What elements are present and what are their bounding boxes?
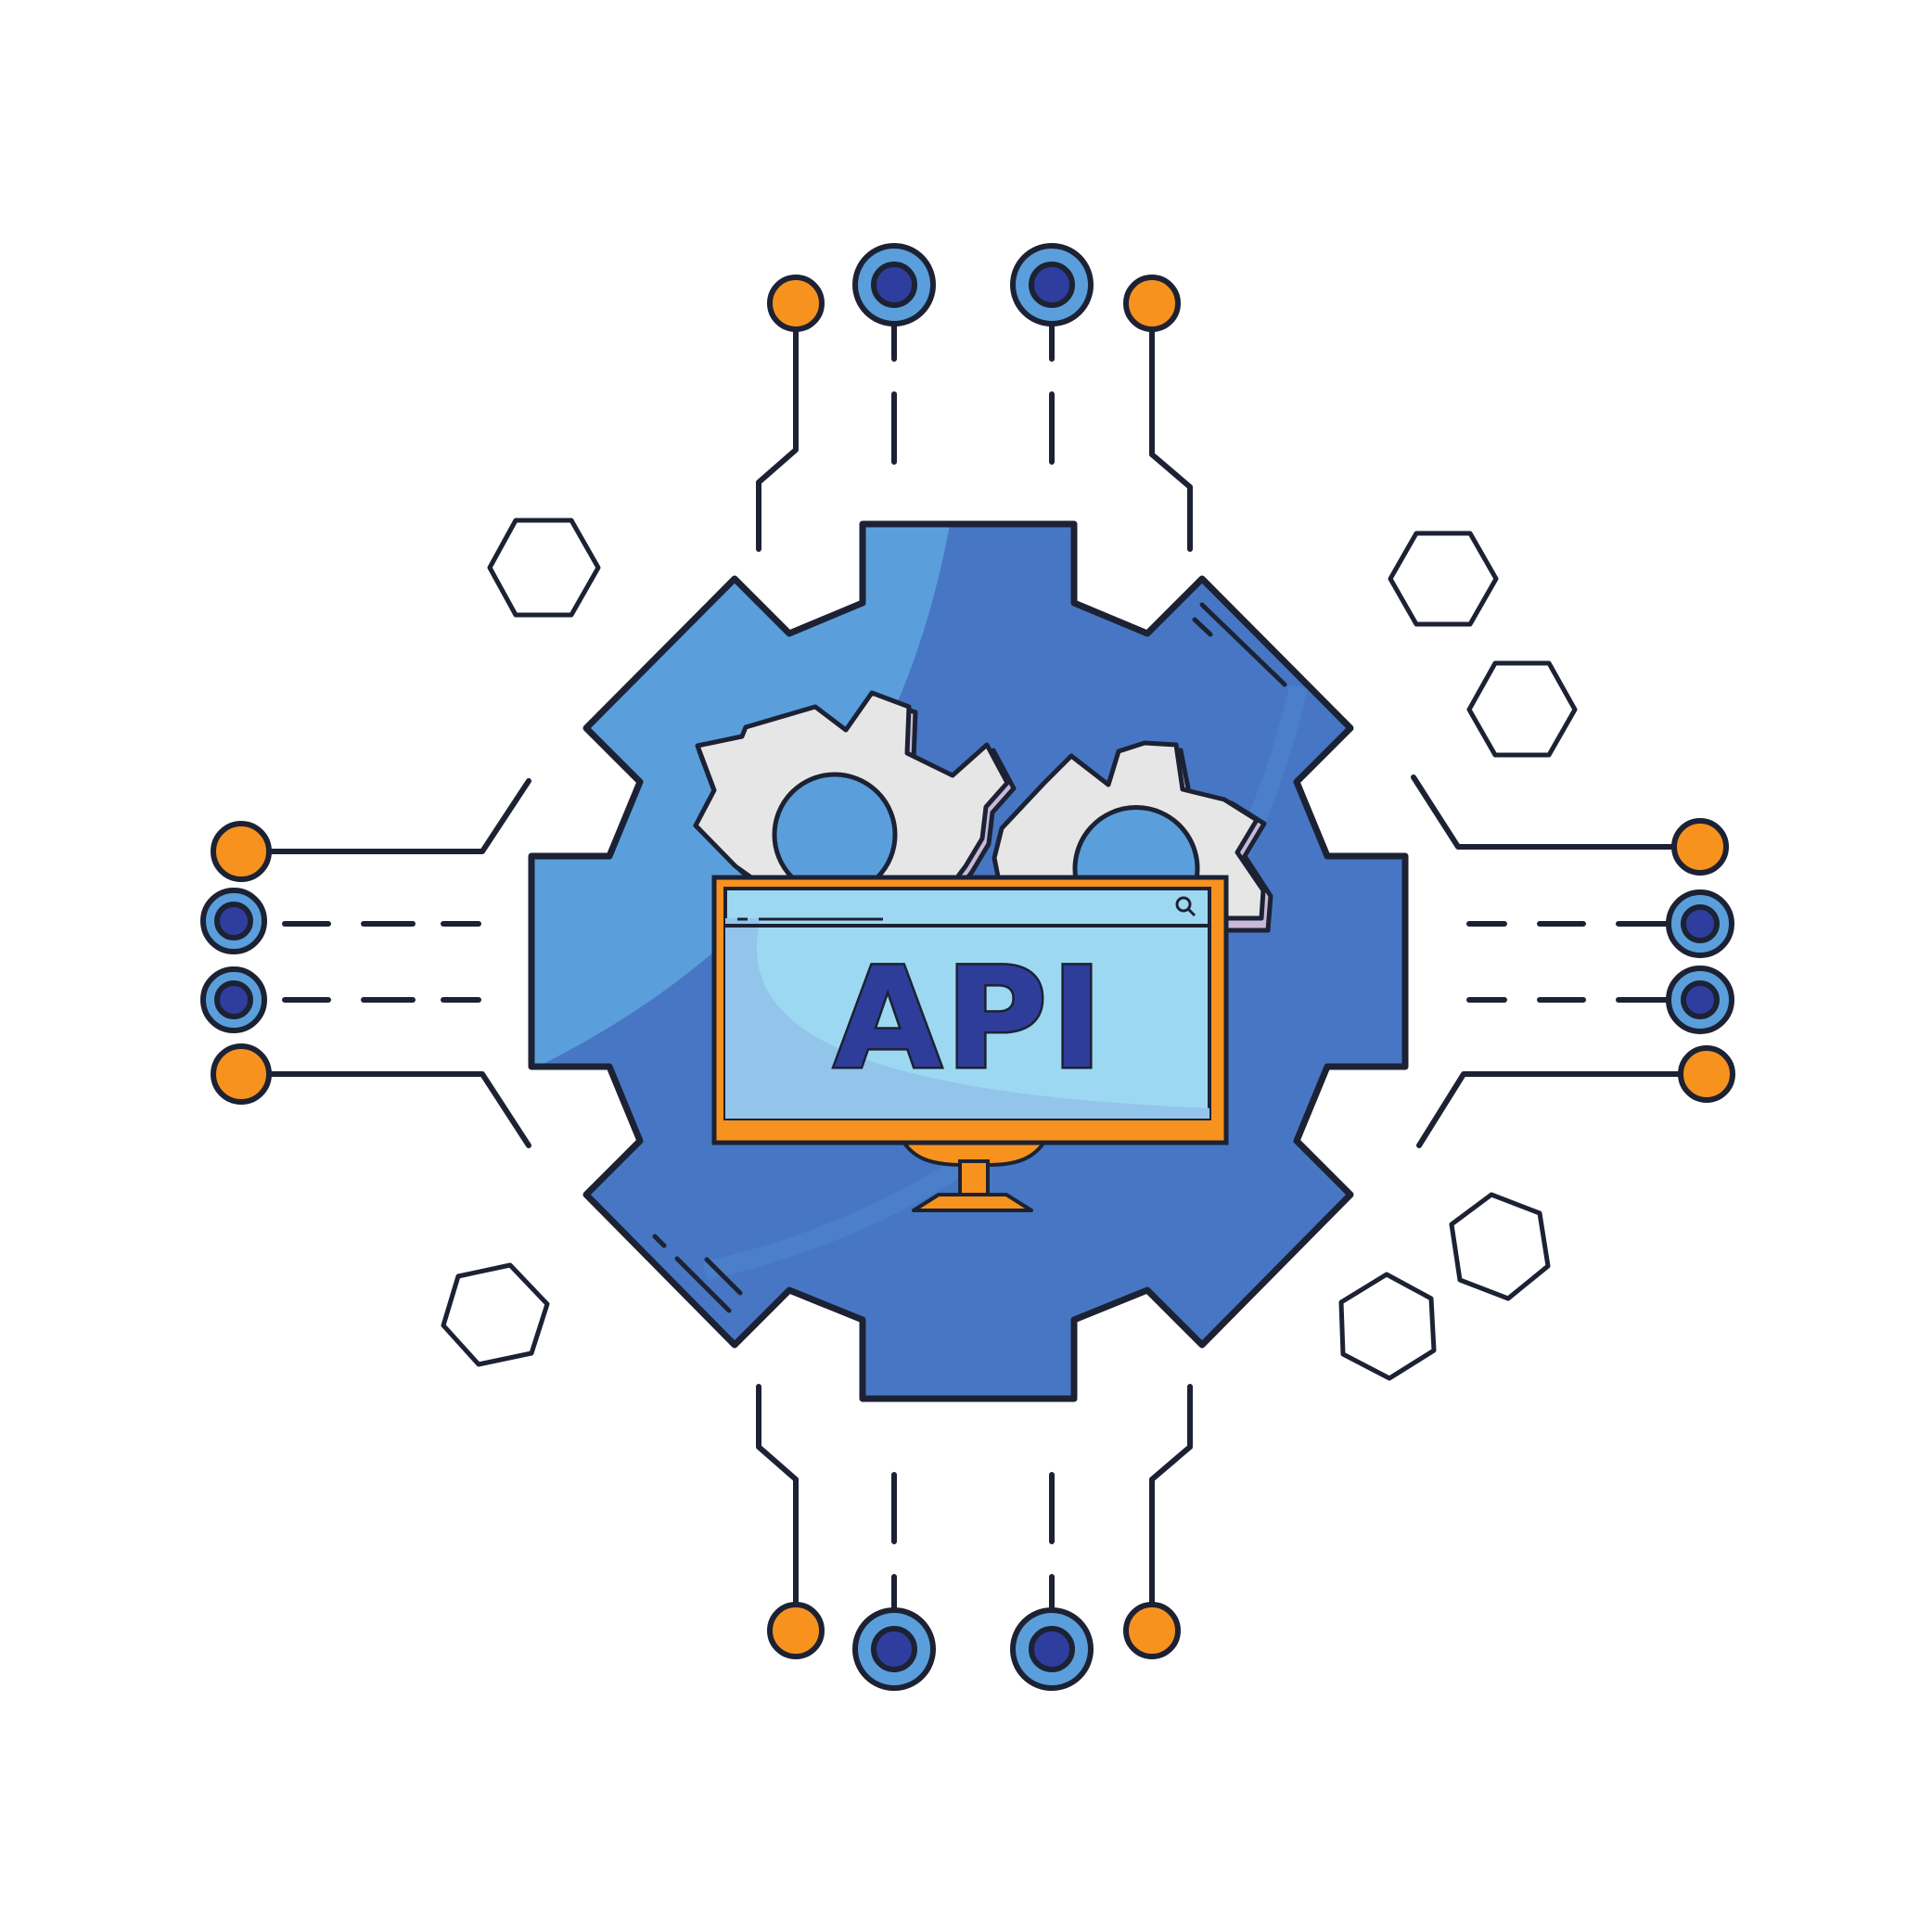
small-gear-icon xyxy=(693,690,1017,916)
monitor-icon: API xyxy=(711,875,1229,1212)
circuit-node-icon xyxy=(211,1043,272,1105)
hexagons xyxy=(441,518,1578,1381)
hexagon-icon xyxy=(1338,1272,1437,1381)
api-label: API xyxy=(834,939,1107,1100)
circuit-nodes xyxy=(200,243,1735,1691)
hexagon-icon xyxy=(1388,531,1499,627)
circuit-node-icon xyxy=(211,821,272,882)
hexagon-icon xyxy=(487,518,601,618)
circuit-node-icon xyxy=(767,1602,825,1659)
circuit-node-icon xyxy=(1671,818,1729,876)
circuit-lines xyxy=(266,322,1682,1612)
circuit-node-icon xyxy=(1123,275,1181,332)
circuit-node-icon xyxy=(1123,1602,1181,1659)
hexagon-icon xyxy=(1449,1192,1551,1301)
circuit-node-icon xyxy=(767,275,825,332)
search-icon xyxy=(1175,896,1196,917)
hexagon-icon xyxy=(441,1262,550,1367)
hexagon-icon xyxy=(1466,660,1578,758)
circuit-node-icon xyxy=(1678,1045,1735,1103)
